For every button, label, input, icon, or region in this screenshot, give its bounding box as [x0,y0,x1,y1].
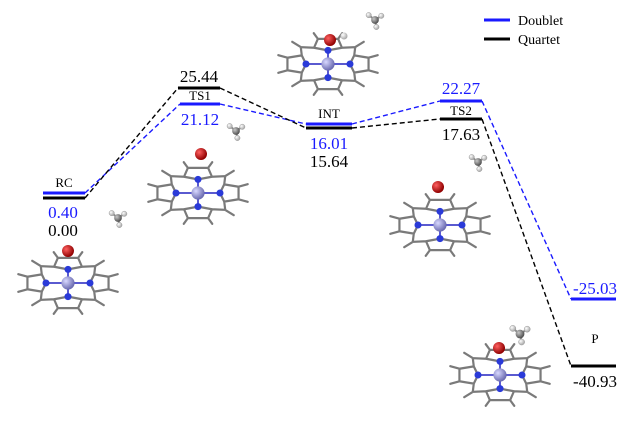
methane-fragment-icon [509,325,531,346]
oxo-atom [62,245,74,257]
legend-label-quartet: Quartet [518,33,560,48]
connector-doublet-int-ts2 [351,100,441,125]
connector-doublet-ts2-p [481,100,572,300]
energy-levels [43,86,616,368]
energy-int-doublet: 16.01 [310,134,348,153]
porphyrin-complex-icon [389,193,491,257]
connector-quartet-int-ts2 [351,118,441,129]
oxo-atom [432,181,444,193]
quartet-connectors [84,87,572,367]
oxo-atom [195,148,207,160]
oxo-atom [324,34,336,46]
porphyrin-complex-icon [147,161,249,225]
molecule-structures [17,12,551,407]
methane-fragment-icon [226,123,246,141]
energy-rc-doublet: 0.40 [48,203,78,222]
methane-fragment-icon [468,154,488,172]
porphyrin-complex-icon [17,251,119,315]
energy-ts1-quartet: 25.44 [180,67,219,86]
state-label-ts1: TS1 [189,88,211,103]
energy-rc-quartet: 0.00 [48,221,78,240]
energy-ts2-quartet: 17.63 [442,125,480,144]
energy-ts2-doublet: 22.27 [442,79,481,98]
connector-quartet-rc-ts1 [84,87,179,199]
energy-p-doublet: -25.03 [573,279,617,298]
methane-fragment-icon [108,210,128,228]
state-labels: RC 0.40 0.00 25.44 TS1 21.12 INT 16.01 1… [48,67,617,391]
doublet-connectors [84,100,572,300]
oxo-atom [493,342,505,354]
connector-quartet-ts2-p [481,118,572,367]
energy-ts1-doublet: 21.12 [181,110,219,129]
connector-doublet-rc-ts1 [84,103,181,194]
state-label-p: P [591,331,598,346]
state-label-rc: RC [55,175,72,190]
methane-fragment-icon [365,12,385,30]
legend-label-doublet: Doublet [518,14,563,29]
hydrogen-atom [340,32,348,40]
energy-int-quartet: 15.64 [310,152,349,171]
legend: Doublet Quartet [484,14,563,48]
state-label-int: INT [318,106,340,121]
state-label-ts2: TS2 [450,103,472,118]
energy-p-quartet: -40.93 [573,372,617,391]
connector-quartet-ts1-int [219,87,307,129]
connector-doublet-ts1-int [219,103,307,125]
